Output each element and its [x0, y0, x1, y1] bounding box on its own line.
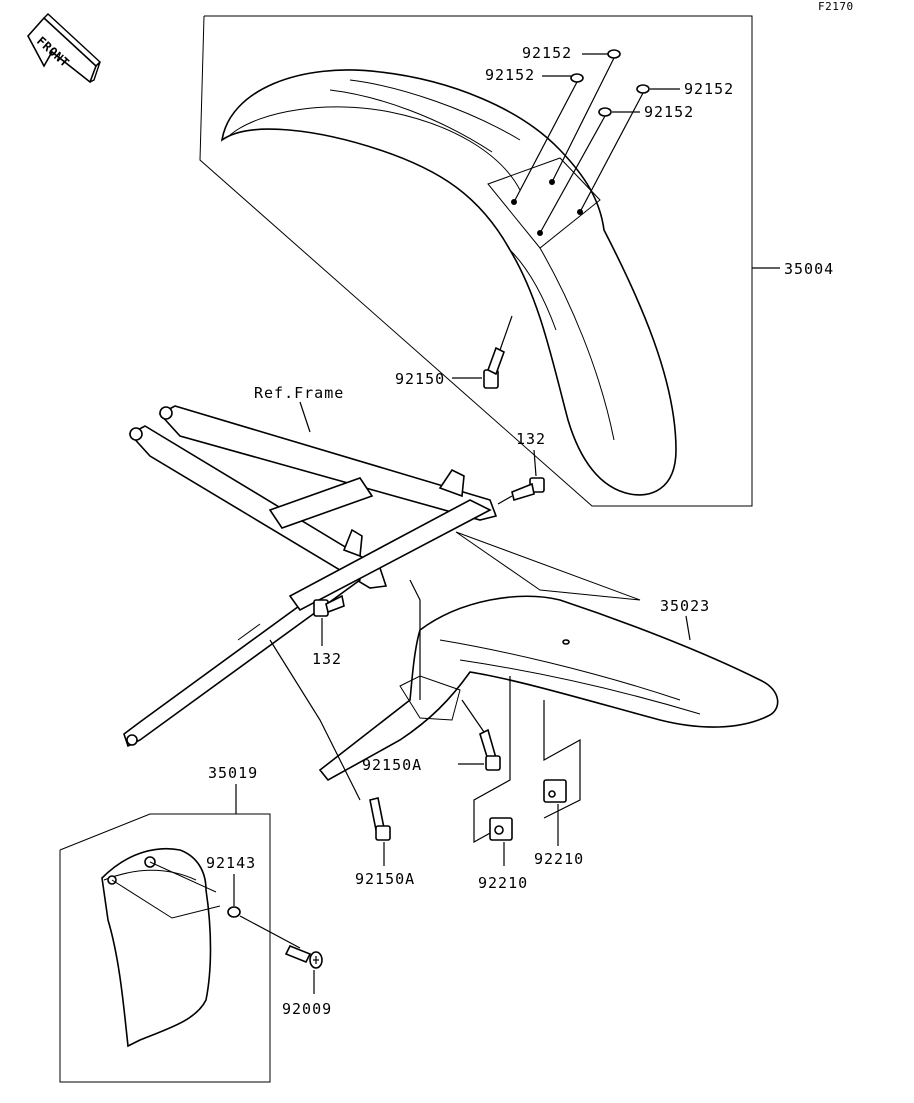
mud-flap	[101, 847, 221, 1048]
diagram-code: F2170	[818, 0, 854, 13]
rear-fender-label: 35023	[660, 597, 710, 615]
rear-fender	[318, 595, 779, 782]
subframe	[123, 405, 498, 748]
flap-washer	[227, 874, 241, 918]
washer-label-4: 92152	[644, 103, 694, 121]
ref-frame-label: Ref.Frame	[254, 384, 344, 402]
washer-label-3: 92152	[684, 80, 734, 98]
clip-nut-label-right: 92210	[534, 850, 584, 868]
front-arrow-icon: FRONT	[27, 13, 102, 84]
front-fender	[220, 69, 677, 496]
bolt-132-left	[313, 594, 345, 646]
clip-nut-label-left: 92210	[478, 874, 528, 892]
bolt-label-132-right: 132	[516, 430, 546, 448]
clip-nut-right	[543, 779, 567, 846]
bolt-132-right	[497, 449, 545, 505]
bolt-92150	[452, 315, 513, 389]
bolt-label-92150A-lower: 92150A	[355, 870, 415, 888]
bolt-92150A-upper	[458, 699, 501, 771]
mud-flap-label: 35019	[208, 764, 258, 782]
flap-screw	[239, 915, 323, 994]
bolt-label-92150: 92150	[395, 370, 445, 388]
bolt-label-92150A-upper: 92150A	[362, 756, 422, 774]
rear-fender-guide	[455, 531, 641, 601]
bolt-label-132-left: 132	[312, 650, 342, 668]
clip-nut-left	[489, 817, 513, 866]
front-fender-label: 35004	[784, 260, 834, 278]
flap-screw-label: 92009	[282, 1000, 332, 1018]
washer-group	[513, 49, 680, 234]
bolt-92150A-lower	[369, 797, 391, 866]
flap-washer-label: 92143	[206, 854, 256, 872]
mud-flap-box	[59, 813, 271, 1083]
washer-label-2: 92152	[485, 66, 535, 84]
front-fender-box	[199, 15, 753, 507]
washer-label-1: 92152	[522, 44, 572, 62]
